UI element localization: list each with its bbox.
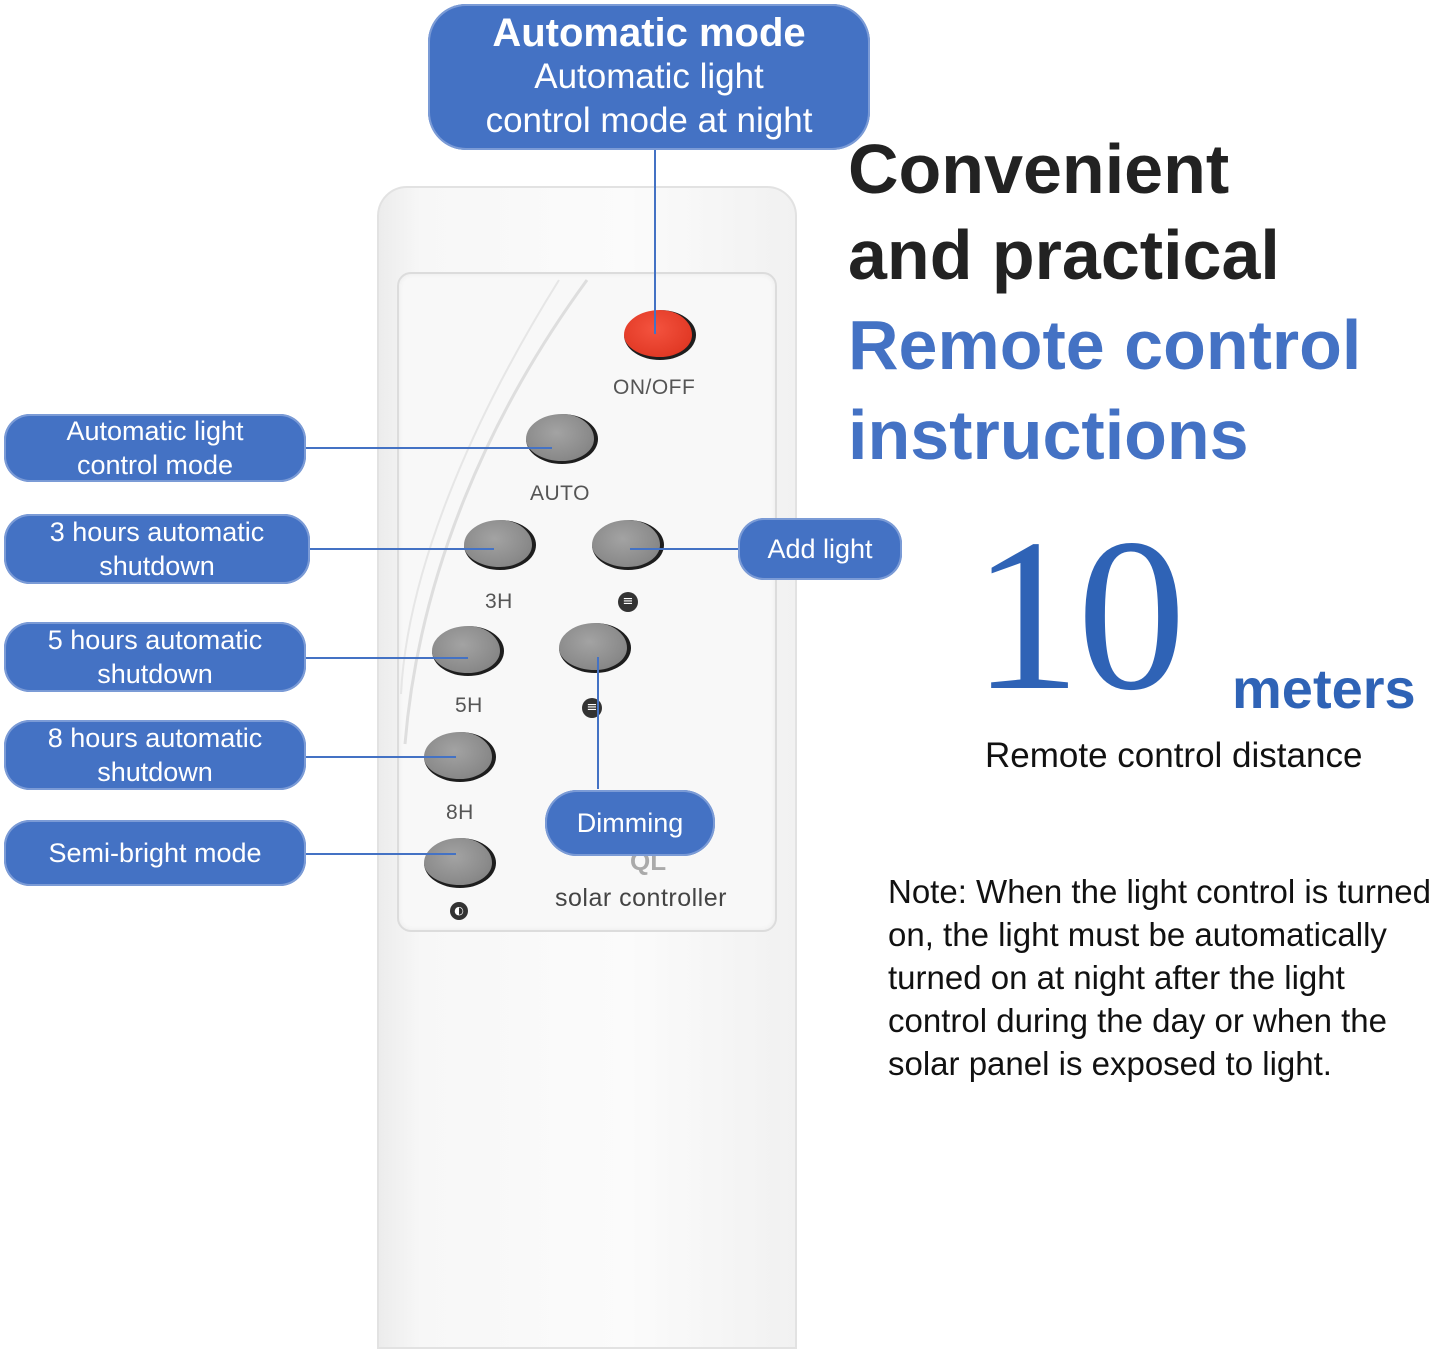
5h-label: 5H (455, 694, 483, 717)
headline-line-2: and practical (848, 216, 1280, 294)
connector-line (630, 548, 738, 550)
brightness-up-icon: ≡ (618, 592, 638, 612)
callout-title: Automatic mode (492, 11, 806, 55)
headline-line-3: Remote control (848, 306, 1362, 384)
callout-8h: 8 hours automatic shutdown (4, 720, 306, 790)
connector-line (306, 853, 456, 855)
5h-button[interactable] (432, 626, 504, 676)
connector-line (306, 756, 456, 758)
headline-line-1: Convenient (848, 130, 1230, 208)
callout-5h: 5 hours automatic shutdown (4, 622, 306, 692)
callout-text: control mode at night (485, 101, 813, 140)
dimming-icon: ≡ (582, 698, 602, 718)
connector-line (306, 447, 552, 449)
callout-text: 3 hours automatic (49, 517, 265, 547)
3h-button[interactable] (464, 520, 536, 570)
semi-bright-button[interactable] (424, 838, 496, 888)
callout-text: 5 hours automatic (47, 625, 263, 655)
distance-caption: Remote control distance (985, 736, 1363, 775)
callout-semi-bright: Semi-bright mode (4, 820, 306, 886)
callout-text: shutdown (97, 659, 213, 689)
half-moon-icon: ◐ (450, 902, 468, 920)
callout-automatic-mode: Automatic mode Automatic light control m… (428, 4, 870, 150)
model-label: solar controller (555, 884, 727, 912)
on-off-button[interactable] (624, 310, 696, 360)
callout-add-light: Add light (738, 518, 902, 580)
8h-label: 8H (446, 801, 474, 824)
callout-text: Dimming (576, 808, 684, 838)
callout-text: Automatic light (534, 57, 764, 96)
connector-line (310, 548, 494, 550)
distance-unit: meters (1232, 657, 1416, 720)
add-light-button[interactable] (592, 520, 664, 570)
headline-line-4: instructions (848, 396, 1249, 474)
callout-text: shutdown (97, 757, 213, 787)
note-text: Note: When the light control is turned o… (888, 873, 1431, 1082)
connector-line (597, 657, 599, 789)
callout-text: control mode (76, 450, 234, 480)
callout-text: Semi-bright mode (48, 838, 262, 868)
on-off-label: ON/OFF (613, 376, 696, 399)
callout-dimming: Dimming (545, 790, 715, 856)
callout-auto-light: Automatic light control mode (4, 414, 306, 482)
callout-text: 8 hours automatic (47, 723, 263, 753)
connector-line (306, 657, 468, 659)
callout-text: Automatic light (66, 416, 244, 446)
callout-text: shutdown (99, 551, 215, 581)
3h-label: 3H (485, 590, 513, 613)
dimming-button[interactable] (559, 623, 631, 673)
auto-label: AUTO (530, 482, 590, 505)
distance-value: 10 (972, 495, 1186, 736)
callout-3h: 3 hours automatic shutdown (4, 514, 310, 584)
connector-line (654, 148, 656, 334)
auto-button[interactable] (526, 414, 598, 464)
panel-curve-decoration (400, 279, 589, 745)
callout-text: Add light (767, 534, 873, 564)
